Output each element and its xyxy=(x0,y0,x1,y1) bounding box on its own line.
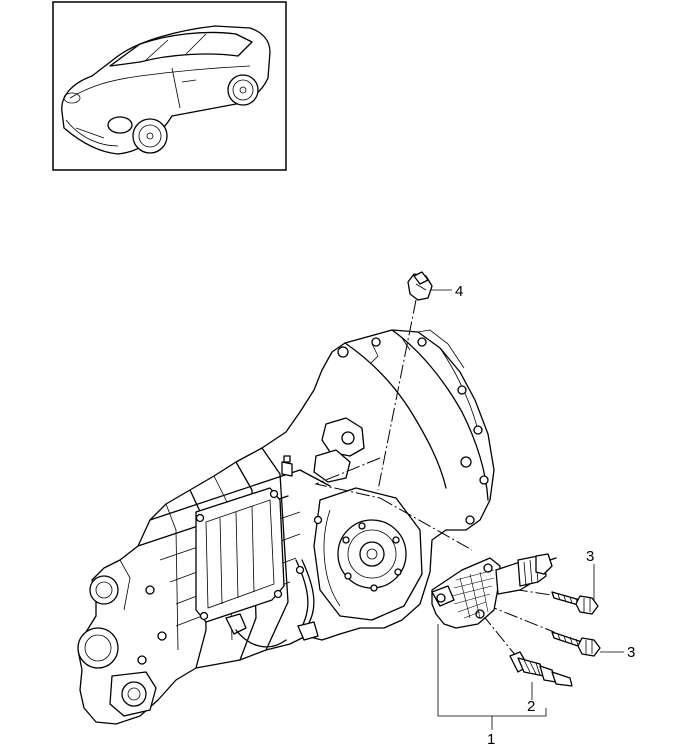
callout-4: 4 xyxy=(455,283,463,300)
leader-lines xyxy=(430,289,624,730)
assembly-lines xyxy=(314,299,559,657)
callout-labels: 4 3 3 2 1 xyxy=(455,283,635,748)
car-illustration xyxy=(61,25,271,155)
bleed-fitting-part xyxy=(509,651,573,687)
callout-3-upper: 3 xyxy=(586,548,594,565)
callout-1: 1 xyxy=(487,731,495,748)
bolt-upper-part xyxy=(551,591,599,615)
callout-2: 2 xyxy=(527,698,535,715)
slave-cylinder-assembly xyxy=(431,553,557,629)
clip-part xyxy=(407,271,433,301)
callout-3-lower: 3 xyxy=(627,644,635,661)
vehicle-thumbnail xyxy=(52,1,287,171)
bolt-lower-part xyxy=(551,631,601,657)
transmission-housing xyxy=(77,329,495,725)
